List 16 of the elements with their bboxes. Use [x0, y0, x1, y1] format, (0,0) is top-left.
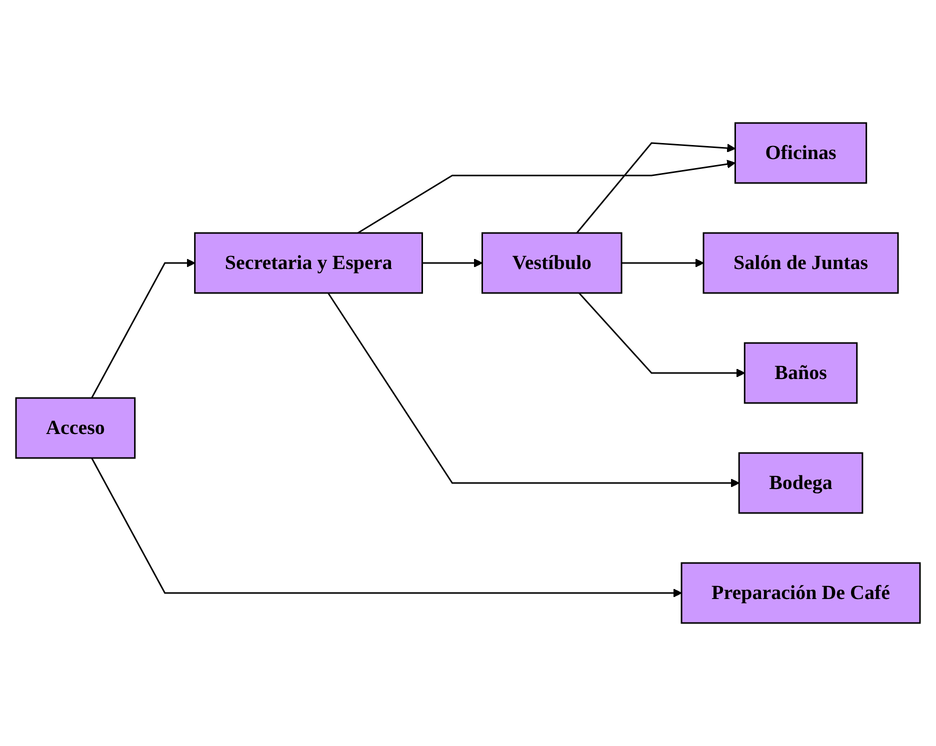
node-box: Acceso — [15, 397, 136, 459]
arrow — [576, 142, 736, 234]
arrow — [578, 292, 746, 378]
arrow — [328, 292, 740, 488]
node-box: Oficinas — [734, 122, 868, 184]
arrow — [357, 160, 736, 234]
node-box: Preparación De Café — [680, 562, 921, 624]
arrow — [622, 258, 704, 268]
node-box: Bodega — [738, 452, 864, 514]
node-box: Secretaria y Espera — [194, 232, 423, 294]
arrow — [91, 458, 682, 598]
node-box: Baños — [744, 342, 858, 404]
node-box: Salón de Juntas — [702, 232, 899, 294]
arrow — [422, 258, 483, 268]
node-box: Vestíbulo — [481, 232, 622, 294]
arrow — [91, 258, 196, 398]
